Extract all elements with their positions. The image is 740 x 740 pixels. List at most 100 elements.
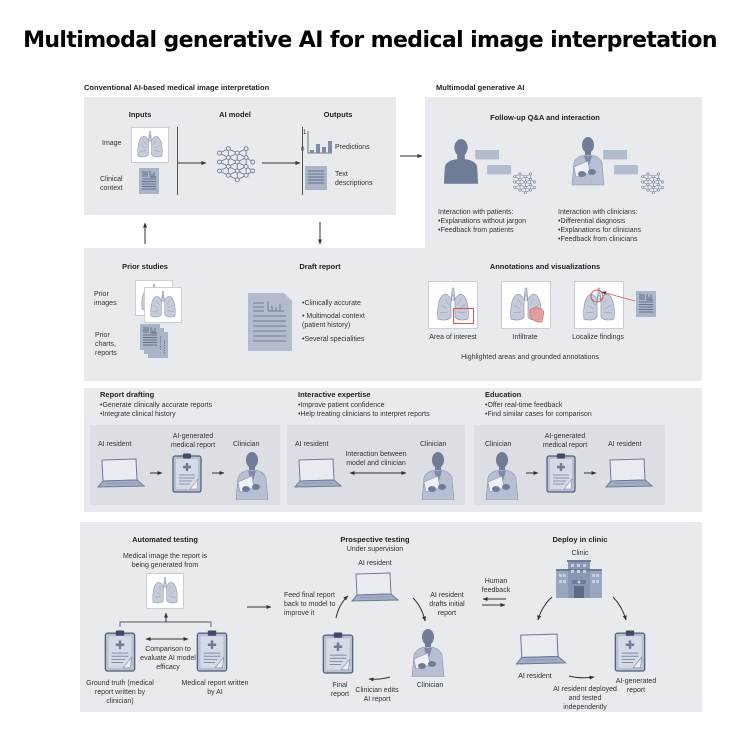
flow-arrow xyxy=(150,471,163,475)
patients-item: Explanations without jargon xyxy=(438,217,526,226)
report-drafting-bullets: Generate clinically accurate reports Int… xyxy=(100,401,212,419)
flow-label: AI resident xyxy=(98,441,132,448)
arrow-down-to-draft xyxy=(318,222,322,245)
patients-interaction: Interaction with patients: Explanations … xyxy=(438,208,526,235)
prospective-subheading: Under supervision xyxy=(346,546,404,553)
annotations-heading: Annotations and visualizations xyxy=(489,262,601,271)
interactive-expertise-bullets: Improve patient confidence Help treating… xyxy=(298,401,430,419)
lung-xray-icon xyxy=(149,575,181,607)
ai-report-clipboard-icon xyxy=(196,630,228,672)
clinical-document-icon xyxy=(139,167,159,195)
followup-heading: Follow-up Q&A and interaction xyxy=(490,113,600,122)
bullet: Generate clinically accurate reports xyxy=(100,401,212,410)
annotation-label: Localize findings xyxy=(572,334,624,341)
laptop-icon xyxy=(350,572,400,602)
clinicians-heading: Interaction with clinicians: xyxy=(558,209,638,216)
speech-bubble-icon xyxy=(475,150,501,162)
education-bullets: Offer real-time feedback Find similar ca… xyxy=(485,401,592,419)
flow-label: AI-generated medical report xyxy=(542,433,588,449)
deploy-ai-resident-label: AI resident xyxy=(518,673,552,680)
laptop-icon xyxy=(604,458,654,488)
predictions-label: Predictions xyxy=(335,144,370,151)
area-of-interest-box xyxy=(453,308,474,324)
flow-label: Clinician xyxy=(485,441,512,448)
deployed-label: AI resident deployed and tested independ… xyxy=(553,686,617,711)
prior-charts-label: Prior charts, reports xyxy=(95,332,117,357)
neural-network-icon xyxy=(215,142,255,182)
clinicians-item: Differential diagnosis xyxy=(558,217,641,226)
speech-bubble-icon xyxy=(487,165,513,177)
bidirectional-arrow xyxy=(349,471,407,475)
document-stack-icon xyxy=(140,324,160,350)
clinic-label: Clinic xyxy=(571,550,589,557)
clinician-icon xyxy=(418,450,458,500)
report-drafting-heading: Report drafting xyxy=(100,390,155,399)
clinician-icon xyxy=(568,134,608,186)
flow-arrow xyxy=(212,471,225,475)
ai-report-clipboard-icon xyxy=(614,630,646,672)
multimodal-section-label: Multimodal generative AI xyxy=(436,83,525,92)
education-heading: Education xyxy=(485,390,522,399)
curved-arrow-right xyxy=(568,675,595,680)
feed-back-label: Feed final report back to model to impro… xyxy=(284,592,336,617)
bullet: Integrate clinical history xyxy=(100,410,212,419)
patients-heading: Interaction with patients: xyxy=(438,209,514,216)
area-of-interest-image xyxy=(428,281,478,329)
draft-item: • Multimodal context (patient history) xyxy=(302,313,365,329)
outputs-bracket xyxy=(302,127,303,195)
comparison-arrow xyxy=(145,637,189,641)
arrow-up-from-prior xyxy=(143,222,147,244)
lung-xray-icon xyxy=(147,289,179,321)
report-document-icon xyxy=(636,291,656,317)
laptop-icon xyxy=(96,458,146,488)
deploy-heading: Deploy in clinic xyxy=(552,535,608,544)
prediction-bar xyxy=(322,147,326,153)
flow-label: AI resident xyxy=(608,441,642,448)
clinician-edits-label: Clinician edits AI report xyxy=(355,687,399,703)
infiltrate-highlight xyxy=(529,307,545,323)
speech-bubble-icon xyxy=(603,150,629,162)
flow-label: Clinician xyxy=(233,441,260,448)
finding-circle xyxy=(590,289,604,303)
prospective-ai-resident-label: AI resident xyxy=(358,560,392,567)
neural-network-icon xyxy=(640,170,664,194)
conventional-section-label: Conventional AI-based medical image inte… xyxy=(84,83,270,92)
bullet: Find similar cases for comparison xyxy=(485,410,591,419)
clinicians-item: Feedback from clinicians xyxy=(558,235,641,244)
neural-network-icon xyxy=(512,170,536,194)
clipboard-report-icon xyxy=(546,453,576,493)
bullet: Improve patient confidence xyxy=(298,401,430,410)
human-feedback-label: Human feedback xyxy=(481,578,511,594)
flow-arrow xyxy=(584,471,597,475)
comparison-label: Comparison to evaluate AI model efficacy xyxy=(140,646,196,671)
merge-bracket-arrow xyxy=(119,612,212,627)
draft-item-text: Multimodal context (patient history) xyxy=(302,313,365,329)
bullet: Help treating clinicians to interpret re… xyxy=(298,410,429,419)
axis-top-label: 1 xyxy=(303,130,307,136)
clinician-icon xyxy=(482,450,522,500)
prospective-clinician-label: Clinician xyxy=(416,682,444,689)
text-descriptions-icon xyxy=(305,166,327,190)
automated-testing-heading: Automated testing xyxy=(132,535,198,544)
draft-item: Several specialities xyxy=(302,335,364,344)
testing-panel xyxy=(80,522,702,712)
curved-arrow-left xyxy=(368,676,391,682)
curved-arrow-to-resident xyxy=(537,596,553,621)
arrow-to-prospective xyxy=(247,605,272,609)
ground-truth-clipboard-icon xyxy=(104,630,136,672)
ai-report-label: Medical report written by AI xyxy=(181,680,249,696)
predictions-bar-chart-icon xyxy=(307,131,332,154)
curved-arrow-down xyxy=(412,597,427,622)
flow-label: Interaction between model and clinician xyxy=(345,451,407,467)
bullet: Offer real-time feedback xyxy=(485,401,592,410)
lung-xray-icon xyxy=(134,129,166,161)
prior-image-front xyxy=(144,287,182,323)
draft-report-document-icon xyxy=(248,293,292,351)
clinical-context-label: Clinical context xyxy=(100,176,123,192)
localize-pointer-arrow xyxy=(601,291,636,302)
prediction-bar xyxy=(310,150,314,153)
prospective-testing-heading: Prospective testing xyxy=(340,535,410,544)
flow-label: Clinician xyxy=(420,441,447,448)
arrow-to-multimodal xyxy=(400,154,423,158)
drafts-label: AI resident drafts initial report xyxy=(429,592,465,617)
